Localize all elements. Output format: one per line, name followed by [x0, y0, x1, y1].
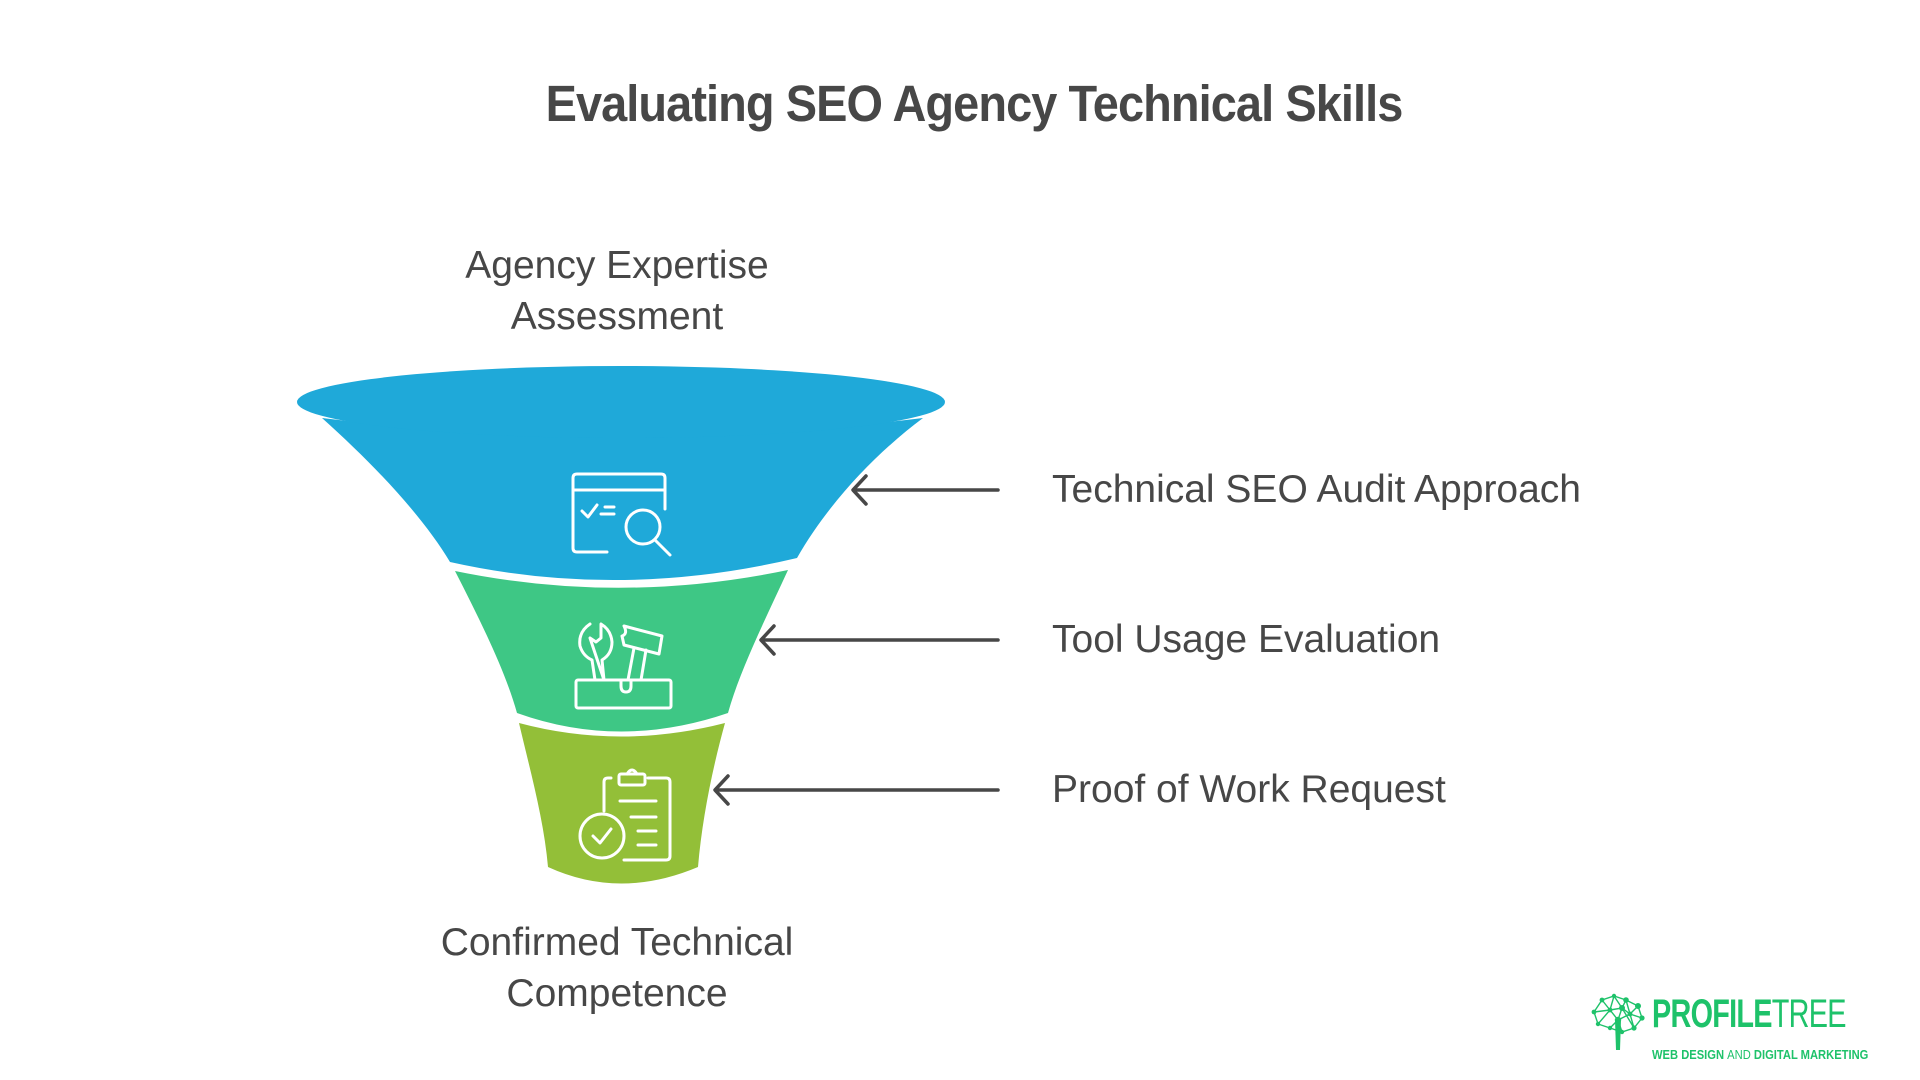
stage-2-label: Tool Usage Evaluation: [1052, 618, 1441, 661]
funnel-bottom-label-line-2: Competence: [506, 972, 728, 1015]
diagram-title: Evaluating SEO Agency Technical Skills: [545, 75, 1404, 132]
funnel-rim: [297, 366, 945, 438]
logo-tagline-part-2: AND: [1727, 1047, 1751, 1062]
arrow-stage-3: [713, 774, 1000, 806]
funnel-bottom-label-line-1: Confirmed Technical: [440, 921, 794, 964]
clipboard-check-icon: [578, 768, 672, 862]
audit-search-icon: [571, 472, 672, 557]
funnel-stage-2: [455, 570, 788, 732]
funnel-top-label-line-1: Agency Expertise: [465, 244, 769, 287]
arrow-stage-2: [759, 624, 1000, 656]
tree-network-icon: [1591, 993, 1645, 1050]
logo-tagline-part-1: WEB DESIGN: [1652, 1047, 1728, 1062]
logo-tagline: WEB DESIGN AND DIGITAL MARKETING: [1652, 1048, 1868, 1062]
logo-tagline-part-3: DIGITAL MARKETING: [1750, 1047, 1869, 1062]
funnel-stage-1: [322, 418, 923, 581]
funnel-stage-3: [519, 723, 725, 884]
profiletree-logo: PROFILETREE WEB DESIGN AND DIGITAL MARKE…: [1588, 990, 1888, 1065]
logo-wordmark: PROFILETREE: [1652, 994, 1846, 1034]
stage-3-label: Proof of Work Request: [1052, 768, 1446, 811]
logo-name-light: TREE: [1771, 992, 1847, 1036]
funnel-bottom-label: Confirmed Technical Competence: [367, 917, 867, 1019]
toolbox-icon: [574, 622, 673, 710]
arrow-stage-1: [851, 474, 1000, 506]
funnel-top-label: Agency Expertise Assessment: [367, 240, 867, 342]
stage-1-label: Technical SEO Audit Approach: [1052, 468, 1581, 511]
logo-name-bold: PROFILE: [1652, 992, 1772, 1036]
funnel-top-label-line-2: Assessment: [510, 295, 724, 338]
